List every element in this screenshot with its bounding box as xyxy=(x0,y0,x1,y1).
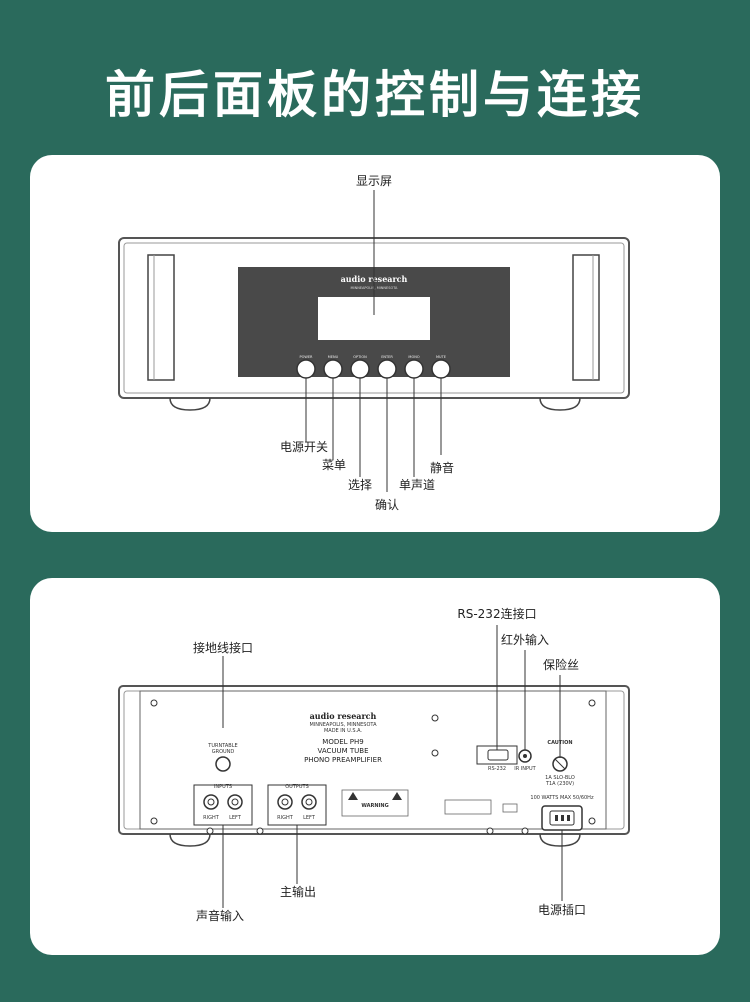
fuse-rating-2: T1A (230V) xyxy=(545,781,574,787)
mono-callout: 单声道 xyxy=(399,478,435,492)
rear-brand-sub: MINNEAPOLIS, MINNESOTA xyxy=(309,722,377,728)
mute-callout: 静音 xyxy=(430,460,454,475)
front-right-foot xyxy=(539,397,581,411)
mono-button xyxy=(404,359,424,379)
rs232-callout: RS-232连接口 xyxy=(457,606,536,621)
rear-made-in: MADE IN U.S.A. xyxy=(324,728,362,734)
menu-callout: 菜单 xyxy=(322,458,346,472)
enter-callout: 确认 xyxy=(375,498,399,512)
power-rating: 100 WATTS MAX 50/60Hz xyxy=(530,795,594,801)
ground-label-2: GROUND xyxy=(212,749,235,755)
rear-panel-diagram: audio research MINNEAPOLIS, MINNESOTA MA… xyxy=(118,606,630,923)
rear-right-foot xyxy=(539,833,581,847)
input-callout: 声音输入 xyxy=(196,908,244,923)
output-right-label: RIGHT xyxy=(277,815,294,821)
serial-label xyxy=(444,799,492,815)
power-callout: 电源开关 xyxy=(280,440,328,454)
front-buttons: POWER MENU OPTION ENTER MONO MUTE xyxy=(296,355,451,379)
rear-plate xyxy=(139,690,607,830)
menu-button-label: MENU xyxy=(328,355,339,359)
power-socket-callout: 电源插口 xyxy=(538,903,586,917)
rear-brand: audio research xyxy=(310,711,377,721)
ir-small-label: IR INPUT xyxy=(514,766,536,772)
enter-button xyxy=(377,359,397,379)
rs232-port xyxy=(487,749,509,761)
model-line-2: VACUUM TUBE xyxy=(317,747,368,755)
front-left-foot xyxy=(169,397,211,411)
option-button xyxy=(350,359,370,379)
menu-button xyxy=(323,359,343,379)
power-button-label: POWER xyxy=(300,355,314,359)
main-out-callout: 主输出 xyxy=(280,884,316,899)
ground-terminal xyxy=(215,756,231,772)
mute-button-label: MUTE xyxy=(436,355,446,359)
fuse-callout: 保险丝 xyxy=(543,657,579,672)
mute-button xyxy=(431,359,451,379)
rear-callout-lines xyxy=(222,625,563,908)
right-handle xyxy=(572,254,600,381)
model-line-1: MODEL PH9 xyxy=(322,738,363,746)
ground-label-1: TURNTABLE xyxy=(207,743,237,749)
rear-left-foot xyxy=(169,833,211,847)
display-callout: 显示屏 xyxy=(356,174,392,188)
input-right-label: RIGHT xyxy=(203,815,220,821)
page-title: 前后面板的控制与连接 xyxy=(105,66,645,124)
inputs-label: INPUTS xyxy=(214,784,232,790)
model-line-3: PHONO PREAMPLIFIER xyxy=(304,756,382,764)
left-handle xyxy=(147,254,175,381)
output-left-label: LEFT xyxy=(303,815,316,821)
warning-text: WARNING xyxy=(361,803,388,809)
ground-callout: 接地线接口 xyxy=(193,640,253,655)
fuse-rating: 1A SLO-BLO xyxy=(545,775,575,781)
usb-port xyxy=(502,803,518,813)
rear-screws xyxy=(150,699,596,835)
power-button xyxy=(296,359,316,379)
ir-callout: 红外输入 xyxy=(501,632,549,647)
outputs-label: OUTPUTS xyxy=(285,784,309,790)
front-panel-diagram: audio research MINNEAPOLIS, MINNESOTA PO… xyxy=(118,174,630,512)
front-panel-card: audio research MINNEAPOLIS, MINNESOTA PO… xyxy=(30,155,720,532)
warning-triangle-right-icon xyxy=(392,792,402,800)
input-left-label: LEFT xyxy=(229,815,242,821)
select-callout: 选择 xyxy=(348,478,372,492)
rear-chassis xyxy=(118,685,630,835)
rear-panel-card: audio research MINNEAPOLIS, MINNESOTA MA… xyxy=(30,578,720,955)
mono-button-label: MONO xyxy=(408,355,419,359)
warning-triangle-left-icon xyxy=(348,792,358,800)
inputs-box xyxy=(193,784,253,826)
option-button-label: OPTION xyxy=(353,355,367,359)
rs232-small-label: RS-232 xyxy=(488,766,506,772)
enter-button-label: ENTER xyxy=(381,355,393,359)
front-callout-lines xyxy=(305,190,442,492)
